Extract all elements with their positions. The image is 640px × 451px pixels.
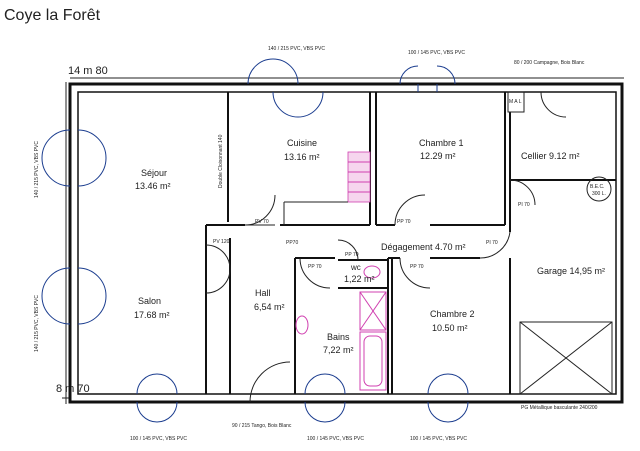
window-label-top-cellier: 80 / 200 Campagne, Bois Blanc [514,60,585,66]
window-label-bottom-bains: 100 / 145 PVC, VBS PVC [307,436,364,442]
room-bains-area: 7,22 m² [323,345,354,355]
outer-walls [68,82,624,404]
door-label-pi70-cellier: PI 70 [518,202,530,208]
bathroom-fixtures [295,265,387,391]
window-label-bottom-chambre2: 100 / 145 PVC, VBS PVC [410,436,467,442]
window-label-bottom-salon: 100 / 145 PVC, VBS PVC [130,436,187,442]
room-salon-name: Salon [138,296,161,306]
kitchen-fixtures [283,151,371,225]
room-degagement-label: Dégagement 4.70 m² [381,242,466,252]
window-label-garage-door: PG Métallique basculante 240/200 [521,405,598,411]
mal-label: M A L [509,99,522,105]
bec-label-1: B.E.C. [590,184,604,190]
window-symbols [41,58,469,423]
room-bains-name: Bains [327,332,350,342]
room-sejour-name: Séjour [141,168,167,178]
door-label-pv120: PV 120 [213,239,230,245]
room-garage-label: Garage 14,95 m² [537,266,605,276]
door-label-pp70-hall: PP70 [286,240,298,246]
room-labels: Séjour 13.46 m² Salon 17.68 m² Cuisine 1… [134,138,605,355]
bec-label-2: 300 L. [592,191,606,197]
mal-box [507,91,525,113]
room-cuisine-area: 13.16 m² [284,152,320,162]
room-hall-name: Hall [255,288,271,298]
door-label-pp70-chambre2: PP 70 [410,264,424,270]
entry-door-swing [249,361,291,403]
room-hall-area: 6,54 m² [254,302,285,312]
garage-door [519,321,613,395]
room-wc-area: 1,22 m² [344,274,375,284]
window-labels: 140 / 215 PVC, VBS PVC 100 / 145 PVC, VB… [34,46,598,442]
door-label-pp70-chambre1: PP 70 [397,219,411,225]
room-sejour-area: 13.46 m² [135,181,171,191]
width-dimension: 14 m 80 [68,65,108,77]
door-label-pv70: PV 70 [255,219,269,225]
door-label-pp70-wc: PP 70 [345,252,359,258]
room-cuisine-name: Cuisine [287,138,317,148]
room-chambre2-name: Chambre 2 [430,309,475,319]
room-salon-area: 17.68 m² [134,310,170,320]
window-label-left-sejour: 140 / 215 PVC, VBS PVC [34,141,40,198]
door-label-pp70-bains: PP 70 [308,264,322,270]
plan-title: Coye la Forêt [4,7,101,24]
double-cloison-label: Double Cloisonnant 140 [218,134,224,188]
door-labels: PV 70 PV 120 PP70 PP 70 PP 70 PP 70 PP 7… [213,202,530,270]
room-chambre1-name: Chambre 1 [419,138,464,148]
room-chambre1-area: 12.29 m² [420,151,456,161]
room-chambre2-area: 10.50 m² [432,323,468,333]
window-label-top-cuisine: 140 / 215 PVC, VBS PVC [268,46,325,52]
window-label-top-chambre1: 100 / 145 PVC, VBS PVC [408,50,465,56]
window-label-left-salon: 140 / 215 PVC, VBS PVC [34,295,40,352]
water-heater-icon [586,176,612,202]
door-label-pi70-garage: PI 70 [486,240,498,246]
door-swings [205,91,567,294]
depth-dimension: 8 m 70 [56,383,90,395]
window-label-bottom-entry: 90 / 215 Tango, Bois Blanc [232,423,292,429]
room-cellier-label: Cellier 9.12 m² [521,151,580,161]
room-wc-name: wc [350,263,361,272]
